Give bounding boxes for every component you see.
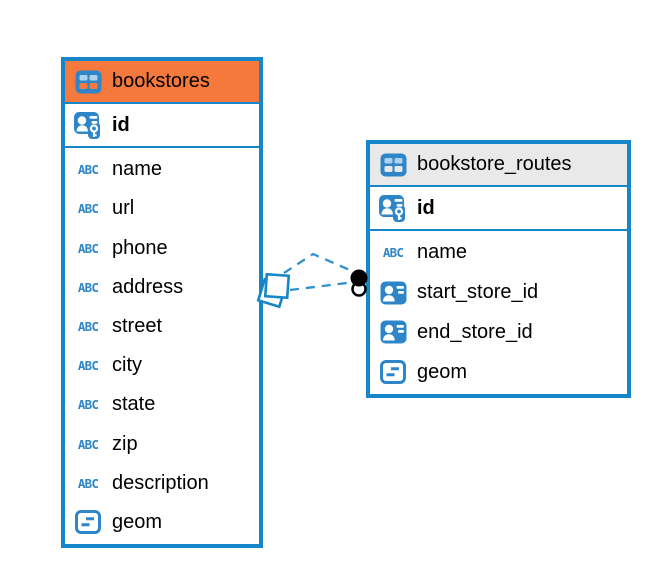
- table-bookstores-header[interactable]: bookstores: [65, 61, 259, 104]
- column-row[interactable]: ABC phone: [65, 228, 259, 267]
- column-name: street: [112, 314, 163, 337]
- geometry-box-icon: [378, 360, 408, 385]
- abc-text-icon: ABC: [77, 240, 99, 256]
- table-bookstores[interactable]: bookstores id ABC name: [61, 57, 263, 548]
- table-bookstore-routes[interactable]: bookstore_routes id ABC name: [366, 140, 631, 398]
- column-name: geom: [112, 510, 163, 533]
- column-name: start_store_id: [417, 281, 539, 304]
- table-bookstores-columns: ABC name ABC url ABC phone ABC address A…: [65, 148, 259, 544]
- column-row[interactable]: geom: [65, 503, 259, 542]
- column-row[interactable]: geom: [370, 352, 627, 392]
- column-name: address: [112, 275, 184, 298]
- column-name: state: [112, 393, 156, 416]
- abc-text-icon: ABC: [77, 397, 99, 413]
- column-name: name: [417, 241, 468, 264]
- column-row[interactable]: end_store_id: [370, 313, 627, 353]
- column-name: id: [112, 113, 130, 136]
- column-row[interactable]: ABC state: [65, 385, 259, 424]
- table-icon: [378, 153, 408, 177]
- abc-text-icon: ABC: [77, 475, 99, 491]
- table-bookstore-routes-header[interactable]: bookstore_routes: [370, 144, 627, 187]
- column-name: geom: [417, 360, 468, 383]
- column-name: id: [417, 196, 435, 219]
- column-row[interactable]: ABC zip: [65, 424, 259, 463]
- abc-text-icon: ABC: [77, 436, 99, 452]
- column-name: city: [112, 354, 142, 377]
- table-title: bookstores: [112, 70, 210, 92]
- column-row[interactable]: start_store_id: [370, 273, 627, 313]
- person-card-icon: [378, 320, 408, 344]
- column-row[interactable]: ABC url: [65, 189, 259, 228]
- abc-text-icon: ABC: [382, 245, 404, 261]
- column-name: phone: [112, 236, 168, 259]
- column-row[interactable]: ABC name: [370, 233, 627, 273]
- abc-text-icon: ABC: [77, 279, 99, 295]
- column-name: description: [112, 471, 209, 494]
- column-row[interactable]: ABC street: [65, 307, 259, 346]
- column-name: end_store_id: [417, 320, 533, 343]
- table-title: bookstore_routes: [417, 153, 572, 175]
- table-icon: [73, 70, 103, 94]
- column-row[interactable]: ABC name: [65, 150, 259, 189]
- column-name: url: [112, 197, 135, 220]
- person-card-icon: [378, 281, 408, 305]
- abc-text-icon: ABC: [77, 162, 99, 178]
- geometry-box-icon: [73, 510, 103, 535]
- abc-text-icon: ABC: [77, 318, 99, 334]
- person-key-icon: [73, 110, 103, 140]
- column-name: name: [112, 158, 163, 181]
- column-name: zip: [112, 432, 138, 455]
- column-row-pk[interactable]: id: [65, 104, 259, 148]
- relationship-line[interactable]: [283, 252, 353, 292]
- abc-text-icon: ABC: [77, 201, 99, 217]
- abc-text-icon: ABC: [77, 358, 99, 374]
- column-row[interactable]: ABC description: [65, 464, 259, 503]
- person-key-icon: [378, 193, 408, 223]
- table-bookstore-routes-columns: ABC name start_store_id: [370, 231, 627, 394]
- column-row[interactable]: ABC address: [65, 268, 259, 307]
- relationship-target-marker[interactable]: [350, 269, 368, 297]
- column-row-pk[interactable]: id: [370, 187, 627, 231]
- column-row[interactable]: ABC city: [65, 346, 259, 385]
